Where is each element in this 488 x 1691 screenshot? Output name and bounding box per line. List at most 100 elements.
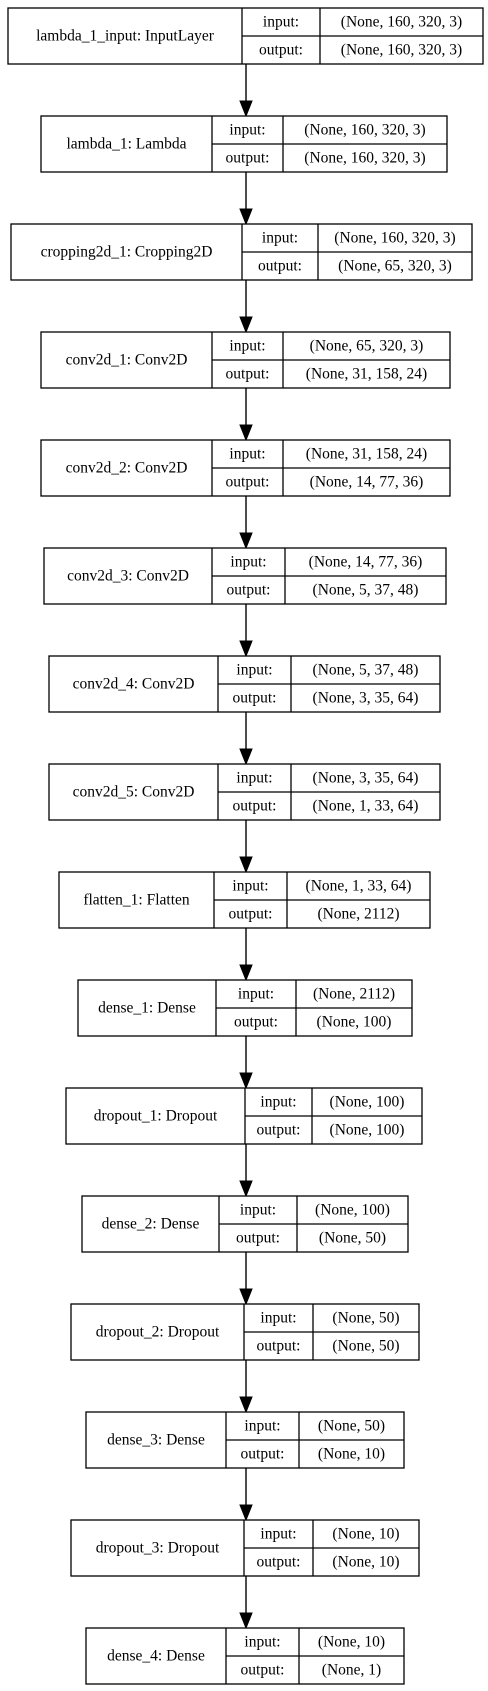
input-port-label: input:	[260, 1526, 296, 1543]
output-shape: (None, 50)	[332, 1338, 399, 1355]
layer-name: conv2d_4: Conv2D	[73, 676, 195, 693]
arrow-head-icon	[239, 100, 253, 118]
layer-name: dropout_2: Dropout	[96, 1324, 220, 1341]
output-shape: (None, 1)	[322, 1662, 381, 1679]
connection-arrow	[239, 388, 253, 442]
input-shape: (None, 2112)	[313, 986, 395, 1003]
output-shape: (None, 50)	[319, 1230, 386, 1247]
layer-name: lambda_1: Lambda	[66, 136, 186, 153]
output-port-label: output:	[236, 1230, 280, 1247]
output-port-label: output:	[229, 906, 273, 923]
input-shape: (None, 160, 320, 3)	[304, 122, 425, 139]
layer-name: dropout_3: Dropout	[96, 1540, 220, 1557]
output-shape: (None, 1, 33, 64)	[313, 798, 419, 815]
output-shape: (None, 2112)	[317, 906, 399, 923]
connection-arrow	[239, 1360, 253, 1414]
input-shape: (None, 10)	[318, 1634, 385, 1651]
input-shape: (None, 14, 77, 36)	[309, 554, 423, 571]
output-port-label: output:	[241, 1446, 285, 1463]
arrow-head-icon	[239, 532, 253, 550]
output-shape: (None, 10)	[318, 1446, 385, 1463]
output-shape: (None, 65, 320, 3)	[338, 258, 452, 275]
layer-name: flatten_1: Flatten	[83, 892, 190, 909]
layer-name: cropping2d_1: Cropping2D	[41, 244, 213, 261]
output-port-label: output:	[233, 690, 277, 707]
output-port-label: output:	[257, 1122, 301, 1139]
arrow-head-icon	[239, 1180, 253, 1198]
input-shape: (None, 100)	[315, 1202, 390, 1219]
layer-name: dropout_1: Dropout	[94, 1108, 218, 1125]
input-port-label: input:	[260, 1310, 296, 1327]
input-port-label: input:	[236, 662, 272, 679]
input-shape: (None, 100)	[330, 1094, 405, 1111]
input-port-label: input:	[244, 1634, 280, 1651]
layer-node: flatten_1: Flatten input: output: (None, 1,…	[58, 871, 431, 929]
layer-name: dense_1: Dense	[98, 1000, 196, 1017]
output-shape: (None, 14, 77, 36)	[310, 474, 424, 491]
connection-arrow	[239, 928, 253, 982]
layer-name: conv2d_2: Conv2D	[66, 460, 188, 477]
input-shape: (None, 50)	[332, 1310, 399, 1327]
output-port-label: output:	[257, 1554, 301, 1571]
output-port-label: output:	[226, 474, 270, 491]
input-shape: (None, 65, 320, 3)	[310, 338, 424, 355]
input-port-label: input:	[229, 338, 265, 355]
output-port-label: output:	[227, 582, 271, 599]
output-shape: (None, 3, 35, 64)	[313, 690, 419, 707]
connection-arrow	[239, 496, 253, 550]
layer-name: dense_4: Dense	[107, 1648, 205, 1665]
arrow-head-icon	[239, 964, 253, 982]
input-port-label: input:	[244, 1418, 280, 1435]
layer-name: lambda_1_input: InputLayer	[36, 28, 215, 45]
output-shape: (None, 100)	[317, 1014, 392, 1031]
input-port-label: input:	[260, 1094, 296, 1111]
input-port-label: input:	[236, 770, 272, 787]
output-shape: (None, 160, 320, 3)	[304, 150, 425, 167]
connection-arrow	[239, 1252, 253, 1306]
input-port-label: input:	[229, 122, 265, 139]
layer-node: lambda_1: Lambda input: output: (None, 160,…	[40, 115, 448, 173]
input-shape: (None, 5, 37, 48)	[313, 662, 419, 679]
layer-node: conv2d_4: Conv2D input: output: (None, 5, 3…	[48, 655, 441, 713]
output-shape: (None, 160, 320, 3)	[341, 42, 462, 59]
arrow-head-icon	[239, 1288, 253, 1306]
input-port-label: input:	[262, 230, 298, 247]
output-port-label: output:	[226, 366, 270, 383]
input-port-label: input:	[263, 14, 299, 31]
arrow-head-icon	[239, 856, 253, 874]
connection-arrow	[239, 172, 253, 226]
input-port-label: input:	[232, 878, 268, 895]
connection-arrow	[239, 712, 253, 766]
input-shape: (None, 10)	[332, 1526, 399, 1543]
output-port-label: output:	[259, 42, 303, 59]
output-port-label: output:	[234, 1014, 278, 1031]
input-port-label: input:	[230, 554, 266, 571]
output-port-label: output:	[258, 258, 302, 275]
layer-name: conv2d_3: Conv2D	[67, 568, 189, 585]
output-shape: (None, 100)	[330, 1122, 405, 1139]
input-shape: (None, 31, 158, 24)	[306, 446, 427, 463]
arrow-head-icon	[239, 748, 253, 766]
connection-arrow	[239, 1036, 253, 1090]
connection-arrow	[239, 1468, 253, 1522]
connection-arrow	[239, 820, 253, 874]
layer-name: dense_3: Dense	[107, 1432, 205, 1449]
input-shape: (None, 160, 320, 3)	[341, 14, 462, 31]
arrow-head-icon	[239, 1072, 253, 1090]
output-shape: (None, 31, 158, 24)	[306, 366, 427, 383]
layer-node: cropping2d_1: Cropping2D input: output: (No…	[10, 223, 473, 281]
output-port-label: output:	[226, 150, 270, 167]
connection-arrow	[239, 1144, 253, 1198]
input-shape: (None, 1, 33, 64)	[306, 878, 412, 895]
connection-arrow	[239, 64, 253, 118]
output-shape: (None, 10)	[332, 1554, 399, 1571]
layer-node: lambda_1_input: InputLayer input: output: (…	[7, 7, 484, 65]
